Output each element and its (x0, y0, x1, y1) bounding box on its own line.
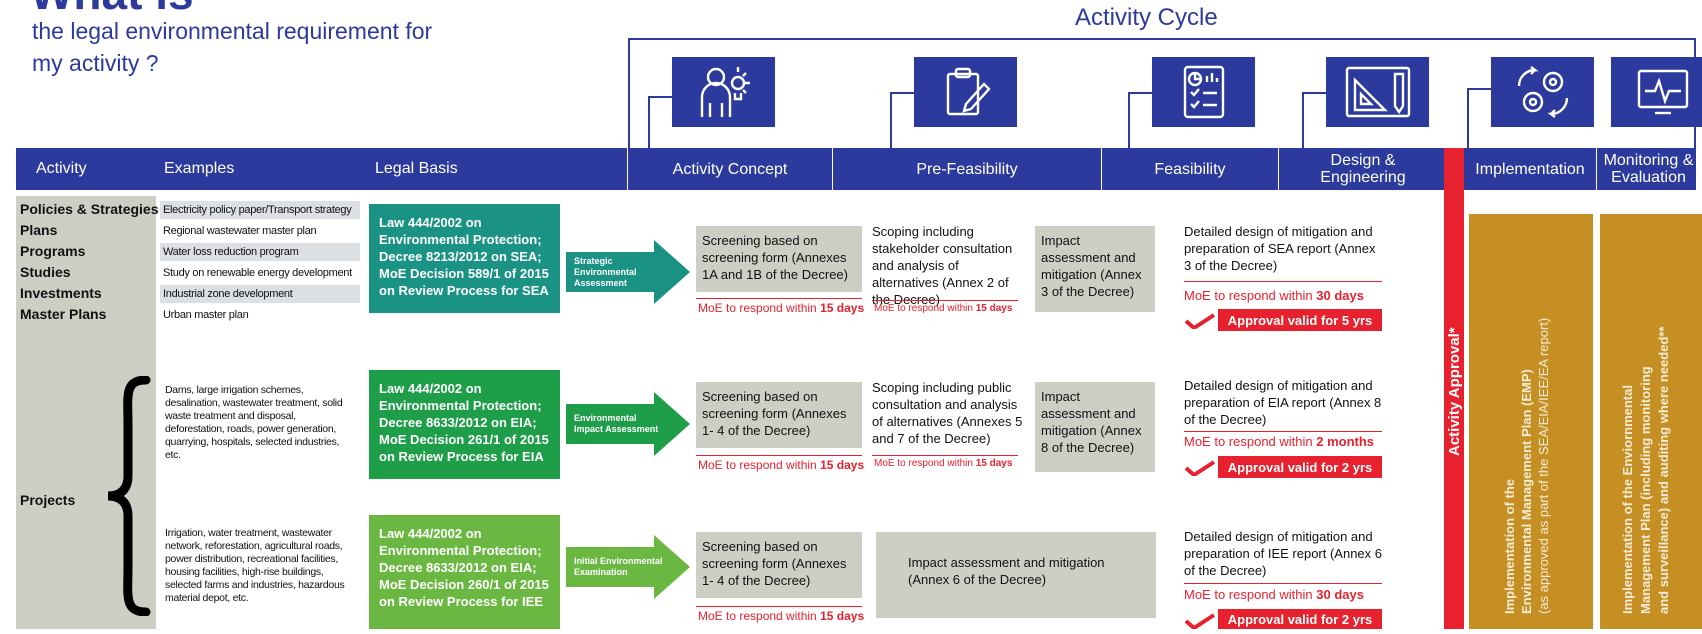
law-box-iee: Law 444/2002 on Environmental Protection… (369, 515, 560, 629)
idea-person-icon (672, 57, 775, 127)
connector-line (1302, 92, 1340, 154)
red-line (696, 455, 862, 456)
example-item: Study on renewable energy development (163, 267, 352, 279)
iee-examples-text: Irrigation, water treatment, wastewater … (165, 527, 345, 604)
category-investments: Investments (20, 285, 102, 301)
header-divider (832, 148, 833, 190)
category-policies: Policies & Strategies (20, 201, 159, 217)
activity-cycle-title: Activity Cycle (1075, 4, 1218, 31)
header-divider (627, 148, 628, 190)
clipboard-pen-icon (914, 57, 1017, 127)
arrow-shape-iee (566, 535, 692, 604)
header-examples: Examples (164, 160, 235, 177)
header-design-engineering: Design & Engineering (1320, 152, 1406, 186)
header-feasibility: Feasibility (1154, 160, 1226, 178)
response-time-screening-sea: MoE to respond within 15 days (698, 301, 865, 315)
design-text-eia: Detailed design of mitigation and prepar… (1184, 378, 1382, 427)
checkmark-icon (1184, 611, 1216, 634)
ruler-triangle-icon (1326, 57, 1429, 127)
screening-box-iee: Screening based on screening form (Annex… (696, 532, 862, 598)
monitoring-text-line2: Management Plan (including monitoring (1638, 366, 1653, 614)
monitoring-column (1600, 214, 1702, 629)
gears-arrows-icon (1491, 57, 1594, 127)
example-item: Water loss reduction program (160, 243, 360, 261)
red-line (872, 300, 1018, 301)
checklist-chart-icon (1152, 57, 1255, 127)
emp-text-line2: Environmental Management Plan (EMP) (1519, 369, 1534, 614)
header-divider (1596, 148, 1597, 190)
design-text-iee: Detailed design of mitigation and prepar… (1184, 529, 1383, 578)
page-subtitle: the legal environmental requirement for … (32, 18, 433, 76)
arrow-shape-eia (566, 392, 692, 461)
monitoring-text-line1: Implementation of the Enviornmental (1620, 385, 1635, 614)
header-monitoring-evaluation: Monitoring & Evaluation (1603, 152, 1694, 186)
connector-line (1467, 88, 1505, 154)
header-divider (1278, 148, 1279, 190)
monitor-pulse-icon (1611, 57, 1702, 127)
category-studies: Studies (20, 264, 71, 280)
example-item: Regional wastewater master plan (163, 225, 317, 237)
emp-implementation-column (1469, 214, 1593, 629)
response-time-design-sea: MoE to respond within 30 days (1184, 288, 1364, 303)
arrow-label-iee: Initial Environmental Examination (574, 556, 663, 577)
example-item: Industrial zone development (160, 285, 360, 303)
header-legal-basis: Legal Basis (375, 160, 458, 177)
category-projects: Projects (20, 492, 76, 508)
header-activity-concept: Activity Concept (672, 160, 788, 178)
impact-box-iee: Impact assessment and mitigation (Annex … (876, 532, 1156, 618)
connector-line (890, 92, 928, 154)
response-time-scoping-sea: MoE to respond within 15 days (874, 303, 1013, 314)
red-line (1184, 281, 1382, 282)
emp-text-line3: (as approved as part of the SEA/EIA/IEE/… (1536, 317, 1551, 614)
impact-box-sea: Impact assessment and mitigation (Annex … (1035, 226, 1155, 312)
red-line (696, 606, 862, 607)
arrow-label-sea: Strategic Environmental Assessment (574, 255, 637, 288)
header-implementation: Implementation (1475, 160, 1585, 178)
header-divider (1101, 148, 1102, 190)
screening-box-eia: Screening based on screening form (Annex… (696, 382, 862, 448)
activity-column (16, 196, 156, 629)
brace-icon (100, 375, 152, 621)
page-title: What is (30, 0, 194, 16)
category-plans: Plans (20, 222, 58, 238)
connector-line (648, 96, 686, 154)
connector-line (1128, 92, 1166, 154)
red-line (696, 298, 862, 299)
red-line (1184, 583, 1382, 584)
arrow-shape-sea (566, 240, 692, 309)
category-master-plans: Master Plans (20, 306, 107, 322)
response-time-scoping-eia: MoE to respond within 15 days (874, 458, 1013, 469)
red-line (872, 455, 1018, 456)
arrow-label-eia: Environmental Impact Assessment (574, 413, 659, 434)
screening-box-sea: Screening based on screening form (Annex… (696, 226, 862, 292)
design-text-sea: Detailed design of mitigation and prepar… (1184, 224, 1376, 273)
response-time-screening-eia: MoE to respond within 15 days (698, 458, 865, 472)
header-bar (16, 148, 1696, 190)
red-line (1184, 431, 1382, 432)
approval-badge-eia: Approval valid for 2 yrs (1218, 456, 1382, 478)
law-box-eia: Law 444/2002 on Environmental Protection… (369, 370, 560, 479)
example-item: Urban master plan (163, 309, 249, 321)
header-activity: Activity (36, 160, 87, 177)
header-pre-feasibility: Pre-Feasibility (916, 160, 1018, 178)
impact-box-eia: Impact assessment and mitigation (Annex … (1035, 382, 1155, 472)
emp-text-line1: Implementation of the (1502, 478, 1517, 614)
activity-approval-bar (1444, 148, 1464, 629)
checkmark-icon (1184, 311, 1216, 334)
scoping-text-sea: Scoping including stakeholder consultati… (872, 224, 1013, 307)
category-programs: Programs (20, 243, 86, 259)
eia-examples-text: Dams, large irrigation schemes, desalina… (165, 384, 343, 461)
activity-approval-label: Activity Approval* (1446, 327, 1463, 456)
example-item: Electricity policy paper/Transport strat… (160, 201, 360, 219)
response-time-design-eia: MoE to respond within 2 months (1184, 434, 1375, 449)
approval-badge-sea: Approval valid for 5 yrs (1218, 309, 1382, 331)
law-box-sea: Law 444/2002 on Environmental Protection… (369, 204, 560, 313)
approval-badge-iee: Approval valid for 2 yrs (1218, 609, 1382, 629)
scoping-text-eia: Scoping including public consultation an… (872, 380, 1023, 446)
response-time-screening-iee: MoE to respond within 15 days (698, 609, 865, 623)
checkmark-icon (1184, 458, 1216, 481)
response-time-design-iee: MoE to respond within 30 days (1184, 587, 1364, 602)
monitoring-text-line3: and surveillance) and auditing where nee… (1656, 326, 1671, 614)
